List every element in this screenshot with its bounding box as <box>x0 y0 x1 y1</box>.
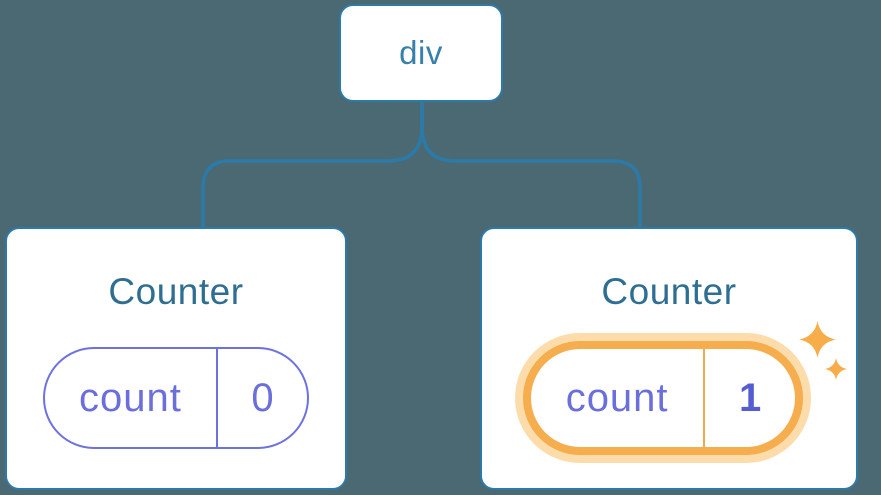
counter-card-right: Counter count 1 <box>480 227 858 490</box>
root-node: div <box>339 4 503 102</box>
root-node-label: div <box>399 34 443 71</box>
sparkles-icon <box>799 321 836 358</box>
component-title: Counter <box>108 271 244 312</box>
sparkles-icon <box>825 358 847 380</box>
state-pill: count 0 <box>43 347 309 449</box>
connector-left-branch <box>201 100 424 230</box>
component-title: Counter <box>601 271 737 312</box>
counter-card-left: Counter count 0 <box>5 227 347 490</box>
state-pill-highlighted: count 1 <box>523 341 803 455</box>
state-value: 1 <box>738 375 762 420</box>
state-value: 0 <box>251 375 274 420</box>
state-key-label: count <box>45 349 218 447</box>
state-key-label: count <box>531 349 706 447</box>
connector-right-branch <box>420 100 642 230</box>
